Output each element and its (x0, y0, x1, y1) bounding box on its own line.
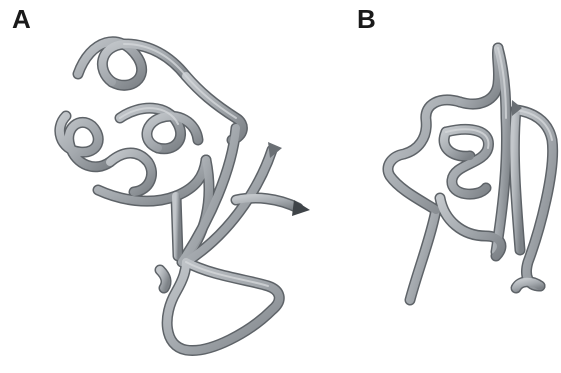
structure-a (60, 42, 310, 351)
structure-b (388, 48, 553, 300)
